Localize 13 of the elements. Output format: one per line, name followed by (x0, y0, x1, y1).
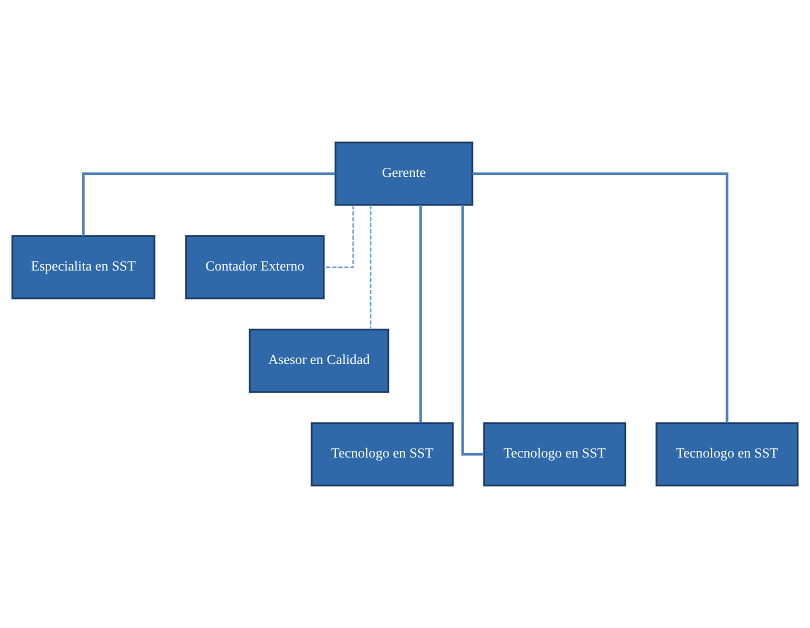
connector (461, 205, 484, 456)
node-box: Contador Externo (185, 235, 325, 300)
node-box: Tecnologo en SST (483, 422, 626, 486)
node-box: Tecnologo en SST (656, 422, 799, 486)
connector (82, 172, 336, 236)
node-box: Tecnologo en SST (310, 422, 454, 486)
connector (370, 204, 372, 330)
node-box: Gerente (334, 142, 474, 206)
connector (419, 205, 422, 423)
node-box: Asesor en Calidad (248, 328, 390, 393)
node-box: Especialita en SST (11, 235, 156, 300)
connector (472, 172, 728, 423)
connector (324, 205, 354, 268)
